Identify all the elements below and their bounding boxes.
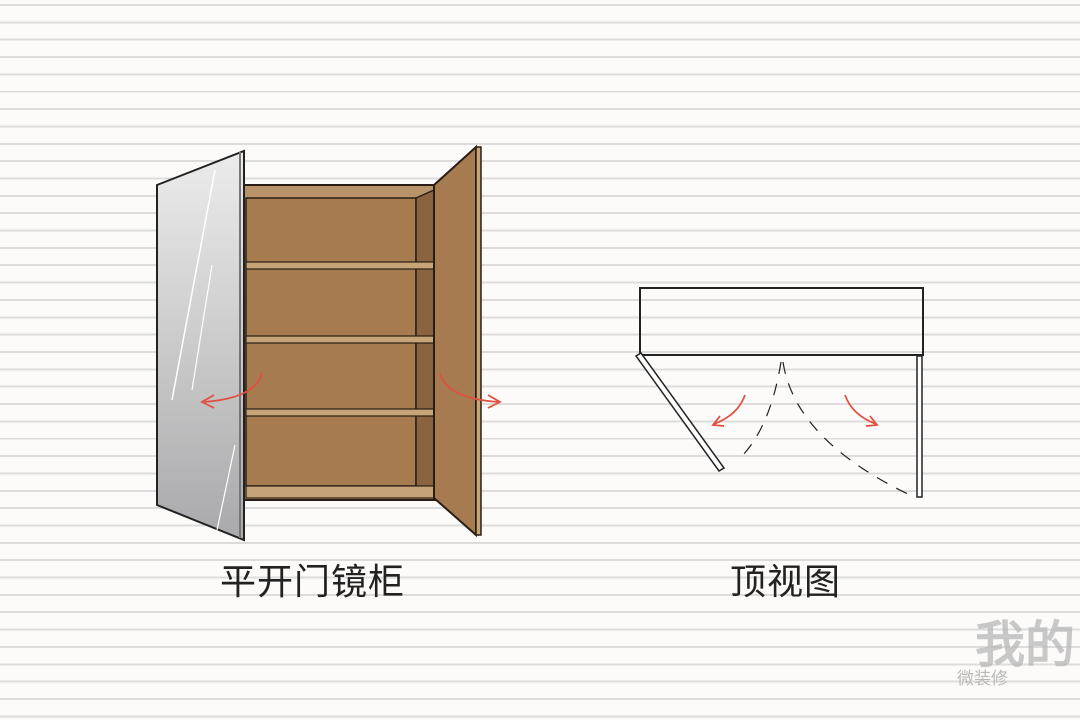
- left-mirror-door: [156, 149, 245, 542]
- watermark-small: 微装修: [957, 669, 1008, 689]
- top-view-drawing: [634, 287, 924, 498]
- open-arrows: [200, 372, 502, 409]
- top-view-arrows: [711, 394, 879, 427]
- left-caption: 平开门镜柜: [220, 562, 406, 603]
- right-wooden-door: [433, 144, 482, 538]
- cabinet-body: [243, 184, 437, 501]
- watermark-big: 我的: [975, 616, 1075, 674]
- right-caption: 顶视图: [730, 562, 842, 603]
